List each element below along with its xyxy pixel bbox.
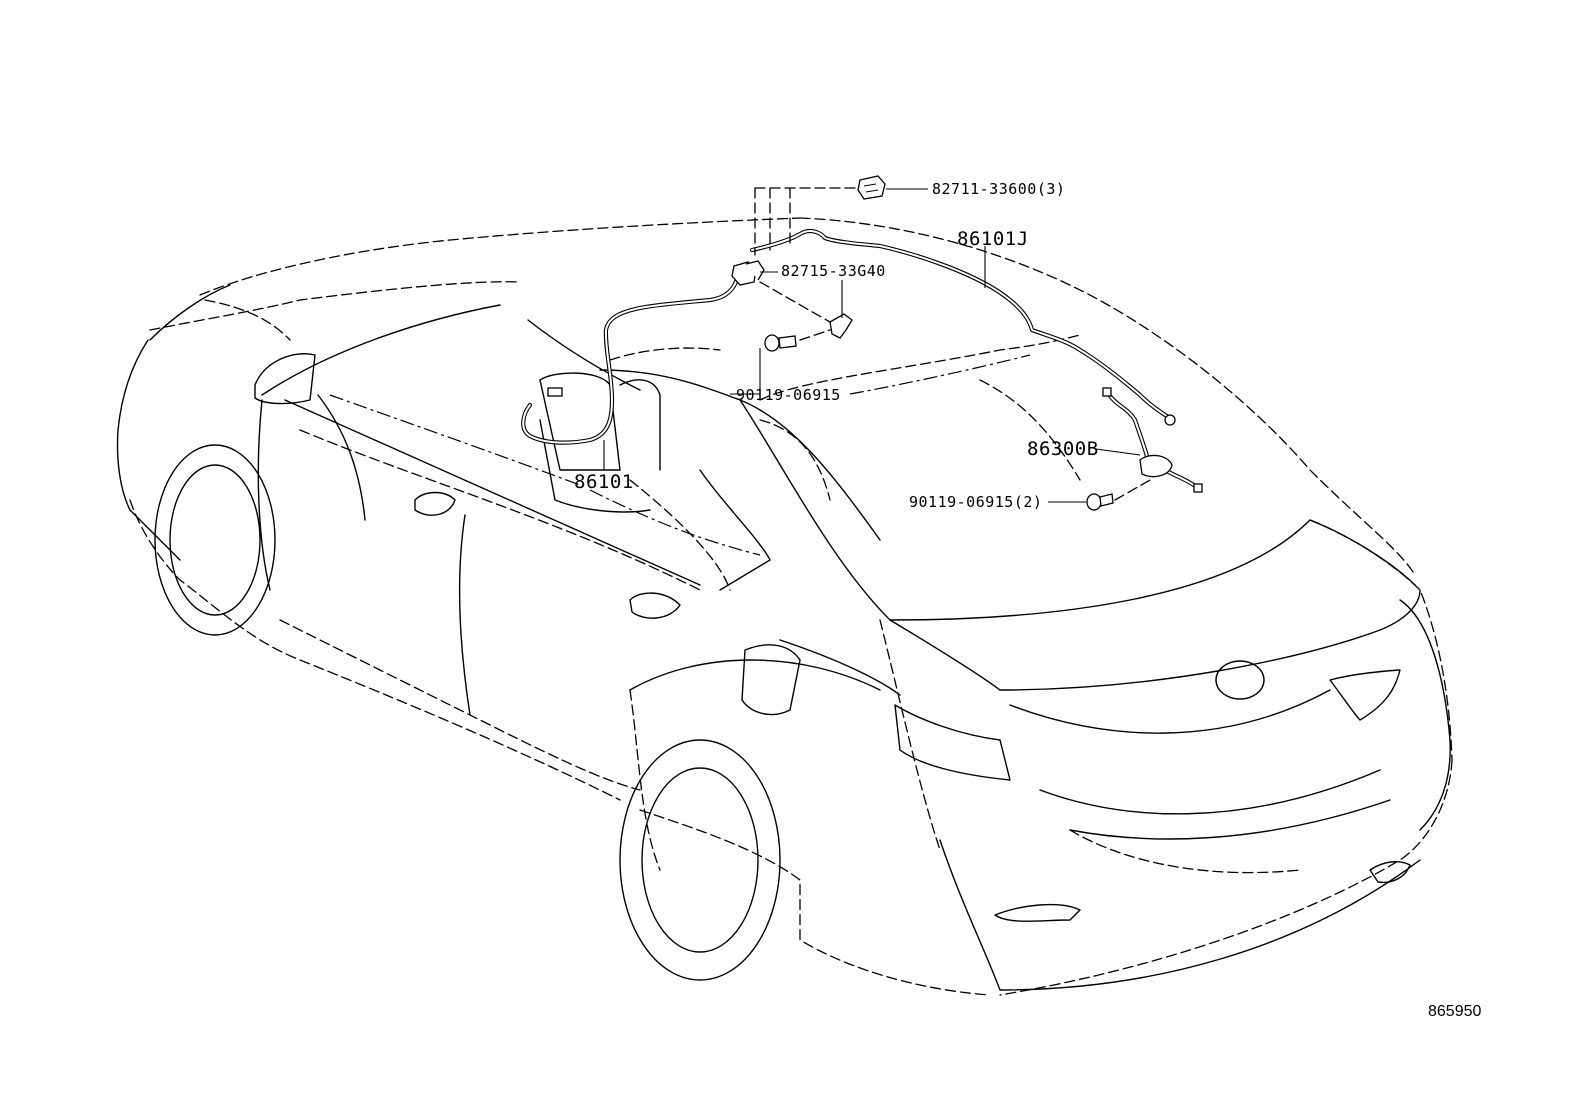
leader-lines: [603, 187, 1151, 503]
bolt-lower-part: [1086, 493, 1114, 511]
clip-bracket-part: [731, 260, 853, 339]
callout-harness-roof: 86101J: [957, 228, 1029, 250]
amplifier-part: [1102, 387, 1203, 493]
callout-amplifier: 86300B: [1027, 438, 1099, 460]
callout-bolt-lower: 90119-06915(2): [909, 493, 1042, 511]
callout-antenna-cable: 86101: [574, 471, 634, 493]
phantom-lines: [129, 217, 1453, 996]
illustration-number: 865950: [1428, 1003, 1481, 1020]
callout-bolt-upper: 90119-06915: [736, 386, 841, 404]
clip-top-part: [857, 175, 886, 200]
callout-labels: 82711-33600(3) 86101J 82715-33G40 90119-…: [574, 180, 1481, 1020]
car-body-outline: [116, 284, 1451, 991]
callout-clip-top: 82711-33600(3): [932, 180, 1065, 198]
interior-connector: [547, 387, 563, 397]
callout-clip-bracket: 82715-33G40: [781, 262, 886, 280]
bolt-upper-part: [764, 334, 797, 352]
